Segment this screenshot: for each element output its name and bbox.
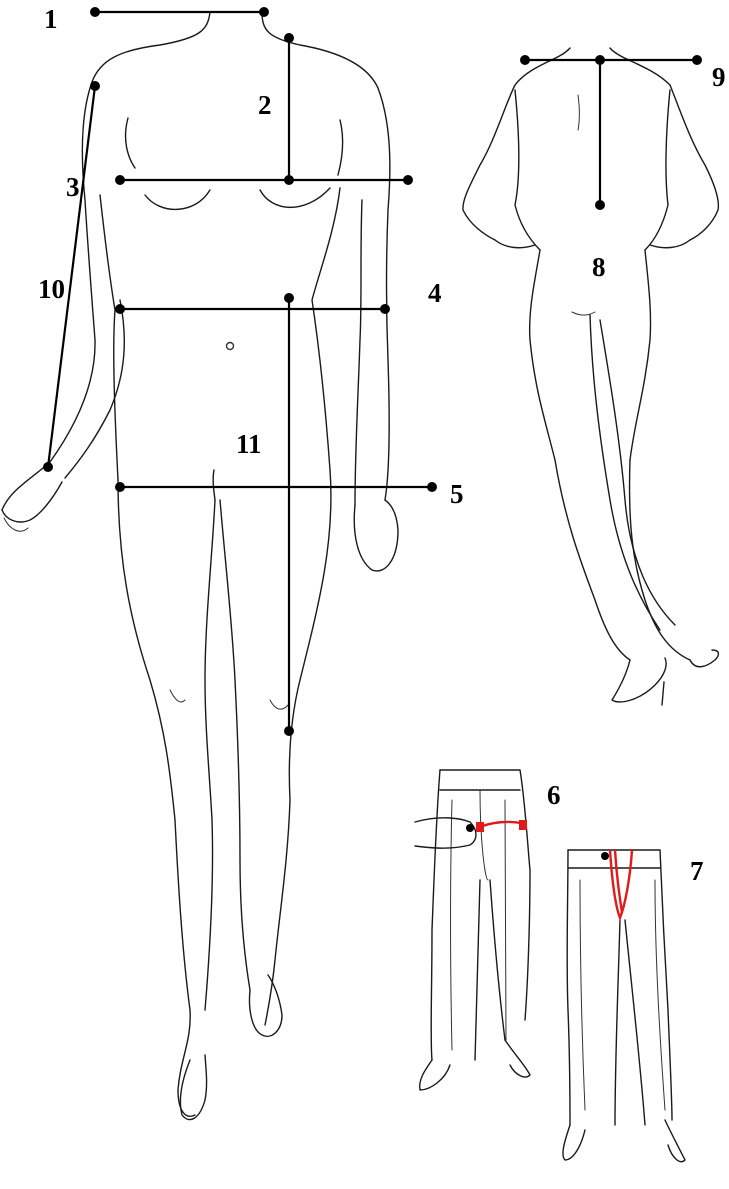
label-11: 11: [236, 429, 262, 459]
trousers-thigh-figure: [415, 770, 530, 1090]
measure-line-waist: [115, 304, 390, 314]
measure-line-bust-point: [284, 33, 294, 180]
label-3: 3: [66, 172, 80, 202]
label-6: 6: [547, 780, 561, 810]
label-8: 8: [592, 252, 606, 282]
label-4: 4: [428, 278, 442, 308]
measure-line-shoulder: [90, 7, 269, 17]
label-10: 10: [38, 274, 65, 304]
label-9: 9: [712, 62, 726, 92]
label-7: 7: [690, 856, 704, 886]
measure-line-outseam: [284, 293, 294, 736]
measure-line-hip: [115, 482, 437, 492]
label-2: 2: [258, 90, 272, 120]
measure-line-back-length: [595, 60, 605, 210]
measure-line-bust: [115, 175, 413, 185]
label-1: 1: [44, 4, 58, 34]
back-figure: [463, 48, 719, 705]
label-5: 5: [450, 479, 464, 509]
measure-line-back-width: [520, 55, 702, 65]
front-figure: [2, 12, 398, 1120]
trousers-crotch-figure: [563, 850, 685, 1162]
